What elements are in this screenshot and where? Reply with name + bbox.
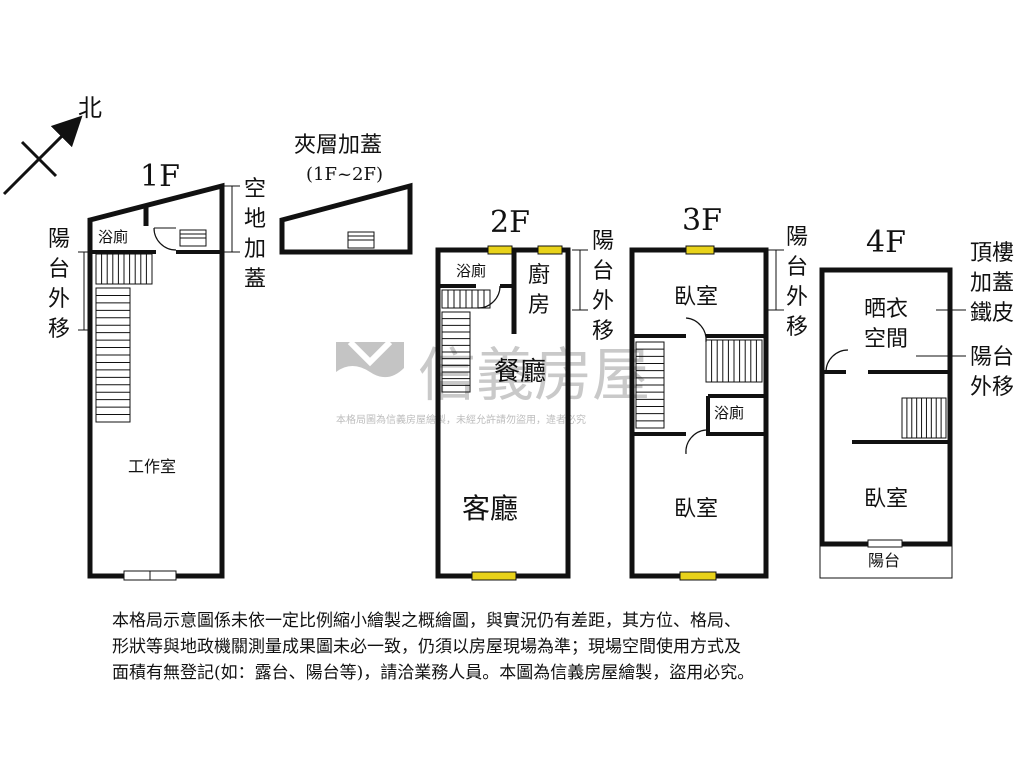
note-4f-rooftop-2: 鐵皮 xyxy=(970,301,1014,326)
note-2f-balcony-1: 台 xyxy=(592,259,614,284)
window-3f-top xyxy=(685,245,715,255)
room-label-2f-dining: 餐廳 xyxy=(494,357,546,387)
disclaimer-line-3: 面積有無登記(如：露台、陽台等)，請洽業務人員。本圖為信義房屋繪製，盜用必究。 xyxy=(112,663,755,683)
floor-mezzanine: 夾層加蓋 (1F~2F) xyxy=(279,133,413,255)
note-1f-empty-land-1: 地 xyxy=(244,207,266,232)
room-label-1f-bathroom: 浴廁 xyxy=(98,228,128,246)
disclaimer-line-2: 形狀等與地政機關測量成果圖未必一致，仍須以房屋現場為準；現場空間使用方式及 xyxy=(112,637,741,657)
stairs-4f xyxy=(901,397,947,439)
north-label: 北 xyxy=(78,94,102,122)
floor-3f: 3F 臥室 浴廁 臥室 陽 台 外 移 xyxy=(629,203,808,581)
note-4f-rooftop-0: 頂樓 xyxy=(970,241,1014,266)
room-label-2f-kitchen-1: 房 xyxy=(528,293,550,318)
mezzanine-outline xyxy=(279,182,413,255)
note-2f-balcony-3: 移 xyxy=(592,319,614,344)
note-4f-balcony-1: 外移 xyxy=(970,375,1014,400)
stairs-1f xyxy=(95,253,153,423)
floor-4f: 4F 晒衣 空間 臥室 陽台 頂樓 加蓋 鐵皮 陽台 外移 xyxy=(819,225,1014,579)
note-2f-balcony-2: 外 xyxy=(592,289,614,314)
floor-title-2f: 2F xyxy=(490,205,530,240)
note-1f-balcony-2: 外 xyxy=(48,287,70,312)
note-3f-balcony-3: 移 xyxy=(786,315,808,340)
compass: 北 xyxy=(2,94,102,196)
note-4f-balcony-0: 陽台 xyxy=(970,345,1014,370)
window-2f-bottom xyxy=(471,571,517,581)
room-label-4f-balcony: 陽台 xyxy=(868,551,900,570)
window-3f-bottom xyxy=(679,571,717,581)
room-label-2f-bathroom: 浴廁 xyxy=(456,262,486,280)
note-4f-rooftop-1: 加蓋 xyxy=(970,271,1014,296)
note-2f-balcony-0: 陽 xyxy=(592,229,614,254)
floor-title-4f: 4F xyxy=(866,225,906,260)
brand-logo-icon xyxy=(336,339,404,400)
room-label-4f-drying-1: 晒衣 xyxy=(864,297,908,322)
disclaimer: 本格局示意圖係未依一定比例縮小繪製之概繪圖，與實況仍有差距，其方位、格局、 形狀… xyxy=(112,608,932,686)
note-1f-empty-land-0: 空 xyxy=(244,177,266,202)
room-label-4f-drying-2: 空間 xyxy=(864,327,908,352)
window-2f-top-1 xyxy=(487,245,513,255)
watermark: 信義房屋 本格局圖為信義房屋繪製，未經允許請勿盜用，違者必究 xyxy=(336,339,650,426)
floor-2f: 2F 浴廁 廚 房 餐廳 客廳 陽 台 外 移 xyxy=(435,205,614,581)
room-label-4f-bedroom: 臥室 xyxy=(864,487,908,512)
mezzanine-subtitle: (1F~2F) xyxy=(306,164,383,185)
note-3f-balcony-2: 外 xyxy=(786,285,808,310)
room-label-3f-bedroom-bottom: 臥室 xyxy=(674,497,718,522)
note-3f-balcony-0: 陽 xyxy=(786,225,808,250)
stairs-2f xyxy=(441,289,491,393)
floor-1f-outline xyxy=(87,182,225,579)
room-label-3f-bedroom-top: 臥室 xyxy=(674,285,718,310)
note-1f-balcony-3: 移 xyxy=(48,317,70,342)
note-3f-balcony-1: 台 xyxy=(786,255,808,280)
watermark-notice: 本格局圖為信義房屋繪製，未經允許請勿盜用，違者必究 xyxy=(336,413,586,426)
floor-1f: 1F 浴廁 工作室 空 地 加 蓋 陽 台 外 移 xyxy=(48,159,266,581)
room-label-1f-studio: 工作室 xyxy=(128,457,176,476)
room-label-2f-kitchen-0: 廚 xyxy=(528,263,550,288)
note-1f-balcony-1: 台 xyxy=(48,257,70,282)
stairs-3f xyxy=(635,339,763,429)
compass-cross-icon xyxy=(20,140,58,178)
note-1f-balcony-0: 陽 xyxy=(48,227,70,252)
floor-title-1f: 1F xyxy=(140,159,180,194)
floor-title-3f: 3F xyxy=(682,203,722,238)
disclaimer-line-1: 本格局示意圖係未依一定比例縮小繪製之概繪圖，與實況仍有差距，其方位、格局、 xyxy=(112,611,741,631)
room-label-3f-bathroom: 浴廁 xyxy=(714,404,744,422)
note-1f-empty-land-2: 加 xyxy=(244,237,266,262)
room-label-2f-living: 客廳 xyxy=(462,492,518,525)
mezzanine-title: 夾層加蓋 xyxy=(294,133,382,158)
window-2f-top-2 xyxy=(537,245,563,255)
note-1f-empty-land-3: 蓋 xyxy=(244,267,266,292)
